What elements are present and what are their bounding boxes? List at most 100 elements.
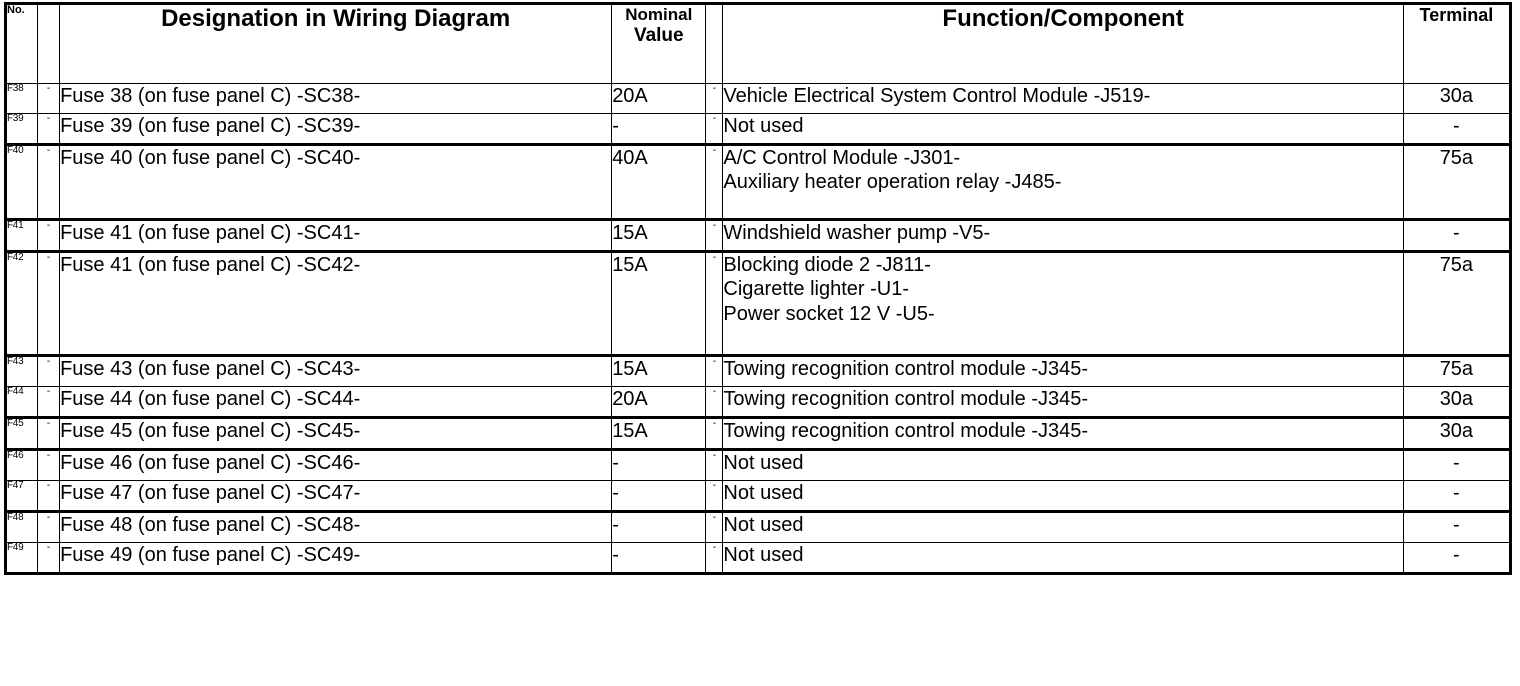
designation-cell: Fuse 46 (on fuse panel C) -SC46- (59, 449, 613, 481)
row-marker-cell-left: - (37, 449, 61, 481)
terminal-cell: - (1402, 449, 1512, 481)
designation-cell: Fuse 47 (on fuse panel C) -SC47- (59, 480, 613, 513)
row-number-cell: F46 (4, 449, 39, 481)
table-row: F48-Fuse 48 (on fuse panel C) -SC48---No… (4, 511, 1512, 543)
table-row: F46-Fuse 46 (on fuse panel C) -SC46---No… (4, 449, 1512, 481)
row-number-cell: F39 (4, 113, 39, 146)
nominal-value-cell: 15A (611, 251, 707, 357)
row-marker-cell-right: - (705, 219, 724, 253)
designation-cell: Fuse 38 (on fuse panel C) -SC38- (59, 83, 613, 114)
designation-cell: Fuse 43 (on fuse panel C) -SC43- (59, 355, 613, 387)
row-number-cell: F38 (4, 83, 39, 114)
table-row: F42-Fuse 41 (on fuse panel C) -SC42-15A-… (4, 251, 1512, 357)
nominal-value-cell: - (611, 113, 707, 146)
function-component-line: Windshield washer pump -V5- (723, 222, 991, 244)
row-number-cell: F42 (4, 251, 39, 357)
row-marker-cell-left: - (37, 83, 61, 114)
terminal-cell: - (1402, 219, 1512, 253)
terminal-cell: - (1402, 113, 1512, 146)
function-component-line: Vehicle Electrical System Control Module… (723, 85, 1151, 107)
table-row: F41-Fuse 41 (on fuse panel C) -SC41-15A-… (4, 219, 1512, 253)
function-component-cell: Towing recognition control module -J345- (722, 386, 1404, 419)
terminal-cell: 75a (1402, 144, 1512, 221)
nominal-value-cell: 15A (611, 355, 707, 387)
table-header: No. Designation in Wiring Diagram Nomina… (4, 3, 1512, 84)
nominal-value-cell: 15A (611, 417, 707, 451)
row-marker-cell-left: - (37, 355, 61, 387)
terminal-cell: 75a (1402, 355, 1512, 387)
function-component-cell: Not used (722, 449, 1404, 481)
row-number-cell: F41 (4, 219, 39, 253)
designation-cell: Fuse 41 (on fuse panel C) -SC42- (59, 251, 613, 357)
row-marker-cell-left: - (37, 386, 61, 419)
function-component-line: Towing recognition control module -J345- (723, 388, 1089, 410)
row-marker-cell-left: - (37, 144, 61, 221)
fuse-assignment-table: No. Designation in Wiring Diagram Nomina… (4, 2, 1512, 575)
function-component-cell: Not used (722, 113, 1404, 146)
table-row: F45-Fuse 45 (on fuse panel C) -SC45-15A-… (4, 417, 1512, 451)
table-row: F39-Fuse 39 (on fuse panel C) -SC39---No… (4, 113, 1512, 146)
nominal-value-cell: 20A (611, 83, 707, 114)
nominal-value-cell: - (611, 542, 707, 574)
function-component-cell: A/C Control Module -J301-Auxiliary heate… (722, 144, 1404, 221)
nominal-value-cell: - (611, 480, 707, 513)
function-component-line: Towing recognition control module -J345- (723, 420, 1089, 442)
function-component-cell: Not used (722, 511, 1404, 543)
row-number-cell: F43 (4, 355, 39, 387)
nominal-value-cell: - (611, 511, 707, 543)
terminal-cell: 75a (1402, 251, 1512, 357)
row-marker-cell-right: - (705, 144, 724, 221)
function-component-line: Cigarette lighter -U1- (723, 278, 910, 301)
terminal-cell: 30a (1402, 83, 1512, 114)
terminal-cell: 30a (1402, 386, 1512, 419)
row-number-cell: F48 (4, 511, 39, 543)
terminal-cell: - (1402, 511, 1512, 543)
row-number-cell: F47 (4, 480, 39, 513)
function-component-line: Blocking diode 2 -J811- (723, 254, 931, 276)
row-marker-cell-right: - (705, 83, 724, 114)
row-marker-cell-left: - (37, 480, 61, 513)
function-component-line: Not used (723, 544, 804, 566)
function-component-cell: Blocking diode 2 -J811-Cigarette lighter… (722, 251, 1404, 357)
function-component-line: Not used (723, 514, 804, 536)
column-header-marker-2 (705, 3, 724, 84)
column-header-function-component: Function/Component (722, 3, 1404, 84)
function-component-cell: Vehicle Electrical System Control Module… (722, 83, 1404, 114)
column-header-designation: Designation in Wiring Diagram (59, 3, 613, 84)
row-marker-cell-right: - (705, 449, 724, 481)
function-component-cell: Windshield washer pump -V5- (722, 219, 1404, 253)
function-component-line: Not used (723, 452, 804, 474)
function-component-cell: Towing recognition control module -J345- (722, 417, 1404, 451)
row-number-cell: F44 (4, 386, 39, 419)
function-component-line: Towing recognition control module -J345- (723, 358, 1089, 380)
row-marker-cell-left: - (37, 219, 61, 253)
row-marker-cell-left: - (37, 511, 61, 543)
function-component-line: Power socket 12 V -U5- (723, 302, 935, 325)
designation-cell: Fuse 39 (on fuse panel C) -SC39- (59, 113, 613, 146)
row-marker-cell-right: - (705, 480, 724, 513)
designation-cell: Fuse 49 (on fuse panel C) -SC49- (59, 542, 613, 574)
table-row: F40-Fuse 40 (on fuse panel C) -SC40-40A-… (4, 144, 1512, 221)
table-row: F38-Fuse 38 (on fuse panel C) -SC38-20A-… (4, 83, 1512, 114)
row-marker-cell-right: - (705, 417, 724, 451)
row-marker-cell-left: - (37, 113, 61, 146)
designation-cell: Fuse 40 (on fuse panel C) -SC40- (59, 144, 613, 221)
function-component-cell: Not used (722, 480, 1404, 513)
designation-cell: Fuse 45 (on fuse panel C) -SC45- (59, 417, 613, 451)
nominal-header-line-1: Nominal (625, 5, 693, 24)
function-component-line: A/C Control Module -J301- (723, 147, 961, 169)
row-marker-cell-right: - (705, 511, 724, 543)
row-marker-cell-right: - (705, 251, 724, 357)
row-marker-cell-right: - (705, 386, 724, 419)
nominal-value-cell: 15A (611, 219, 707, 253)
table-row: F47-Fuse 47 (on fuse panel C) -SC47---No… (4, 480, 1512, 513)
table-row: F44-Fuse 44 (on fuse panel C) -SC44-20A-… (4, 386, 1512, 419)
row-marker-cell-right: - (705, 355, 724, 387)
row-marker-cell-left: - (37, 417, 61, 451)
function-component-cell: Towing recognition control module -J345- (722, 355, 1404, 387)
row-number-cell: F49 (4, 542, 39, 574)
row-marker-cell-right: - (705, 542, 724, 574)
function-component-cell: Not used (722, 542, 1404, 574)
